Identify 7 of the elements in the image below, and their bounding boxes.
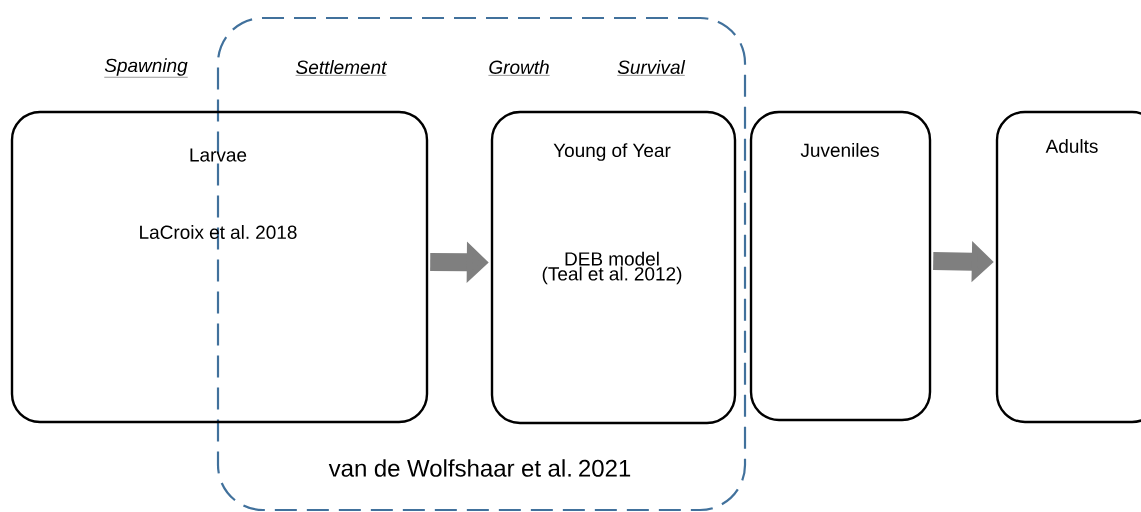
process-label: Spawning [104,58,188,78]
process-label: Survival [617,60,686,76]
stage-box: Adults [995,110,1141,424]
process-label: Growth [488,60,550,76]
stage-box: Juveniles [749,110,932,422]
stage-box: Young of Year DEB model (Teal et al. 2012) [490,110,737,425]
process-label: Settlement [295,60,388,76]
